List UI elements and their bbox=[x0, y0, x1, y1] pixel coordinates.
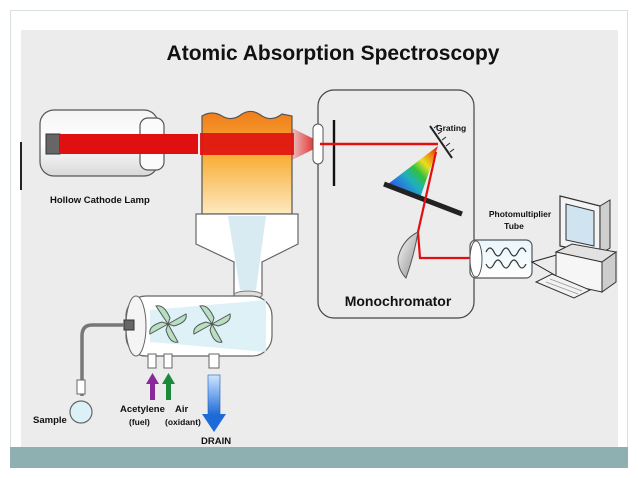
hollow-cathode-lamp bbox=[20, 109, 198, 190]
sample-capillary bbox=[80, 323, 124, 396]
oxidant-port bbox=[163, 353, 173, 369]
computer-icon bbox=[530, 195, 618, 299]
concave-mirror bbox=[397, 231, 419, 279]
air-arrow-icon bbox=[162, 373, 175, 400]
beam-cone bbox=[292, 128, 320, 160]
grating bbox=[429, 124, 455, 159]
drain-port bbox=[208, 353, 220, 369]
sample-label: Sample bbox=[33, 415, 67, 426]
bottom-bar bbox=[10, 447, 628, 468]
air-label: Air bbox=[175, 404, 189, 415]
fuel-label: (fuel) bbox=[129, 417, 150, 427]
lamp-label: Hollow Cathode Lamp bbox=[50, 195, 150, 206]
drain-arrow-icon bbox=[202, 374, 226, 432]
drain-label: DRAIN bbox=[201, 436, 231, 447]
grating-label: Grating bbox=[436, 123, 466, 133]
page-title: Atomic Absorption Spectroscopy bbox=[167, 42, 500, 65]
photomultiplier-label-line2: Tube bbox=[504, 221, 524, 231]
burner-assembly bbox=[195, 110, 299, 300]
impeller-blade-1-icon bbox=[149, 305, 187, 343]
reflected-beam bbox=[416, 151, 474, 260]
photomultiplier-label-line1: Photomultiplier bbox=[489, 209, 552, 219]
dispersed-spectrum bbox=[388, 146, 438, 198]
acetylene-arrow-icon bbox=[146, 373, 159, 400]
oxidant-label: (oxidant) bbox=[165, 417, 201, 427]
monochromator-label: Monochromator bbox=[345, 293, 452, 309]
acetylene-label: Acetylene bbox=[120, 404, 165, 415]
impeller-blade-2-icon bbox=[193, 305, 231, 343]
monochromator-box bbox=[312, 89, 475, 319]
sample-flask-icon bbox=[69, 379, 93, 424]
photomultiplier-tube bbox=[469, 239, 533, 279]
exit-slit bbox=[383, 181, 463, 217]
fuel-port bbox=[147, 353, 157, 369]
